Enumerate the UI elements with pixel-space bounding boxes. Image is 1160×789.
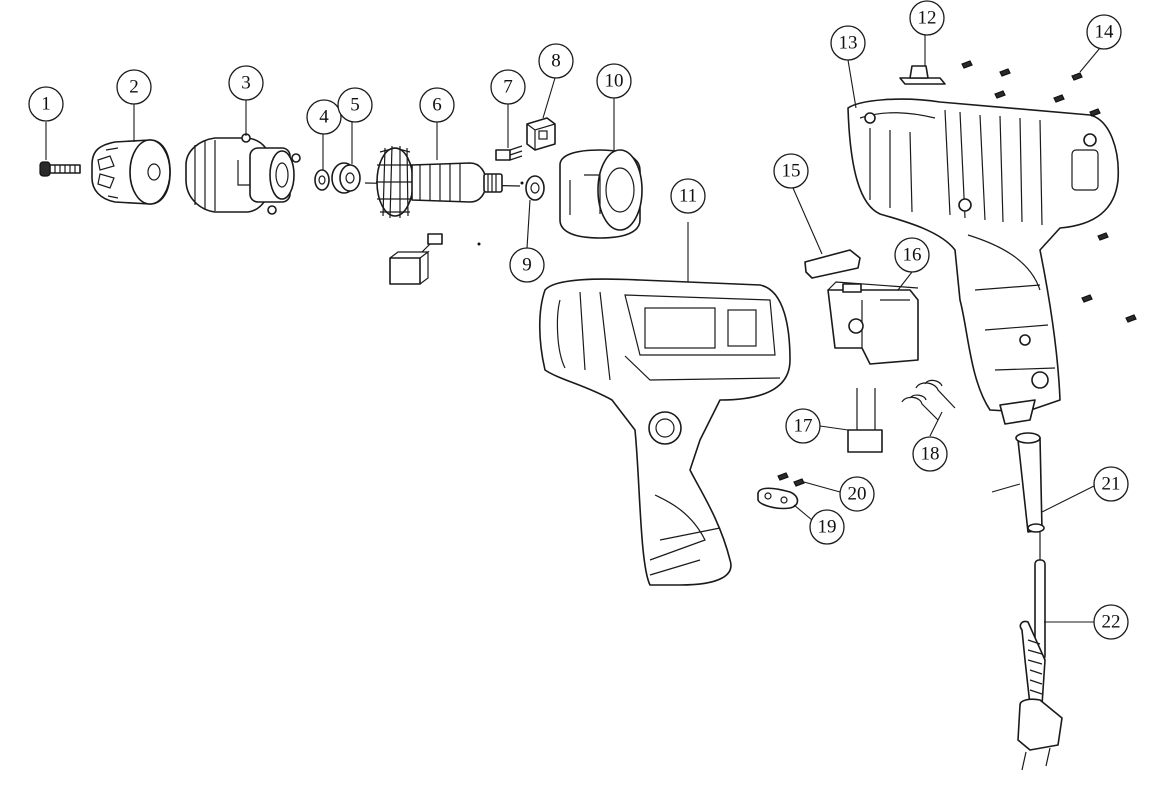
part-19-cord-clamp <box>757 487 813 521</box>
part-2-chuck <box>91 139 171 205</box>
callout-15: 15 <box>773 153 809 189</box>
callout-label: 2 <box>129 77 139 98</box>
callout-17: 17 <box>785 408 821 444</box>
callout-6: 6 <box>419 87 455 123</box>
callout-label: 21 <box>1102 474 1121 495</box>
part-21-cord-sleeve <box>991 432 1095 533</box>
callout-12: 12 <box>909 0 945 36</box>
brush-lower <box>389 233 443 285</box>
part-10-stator <box>559 149 643 239</box>
part-11-housing <box>538 222 791 586</box>
part-15-switch-cover <box>792 187 861 279</box>
callout-label: 5 <box>350 95 360 116</box>
callout-label: 18 <box>921 444 940 465</box>
callout-label: 8 <box>551 51 561 72</box>
armature-fan <box>376 145 414 219</box>
part-22-power-cord <box>1017 532 1094 771</box>
callout-label: 1 <box>41 94 51 115</box>
callout-16: 16 <box>894 237 930 273</box>
callout-3: 3 <box>228 65 264 101</box>
callout-22: 22 <box>1093 604 1129 640</box>
callout-8: 8 <box>538 43 574 79</box>
callout-9: 9 <box>509 247 545 283</box>
callout-label: 6 <box>432 95 442 116</box>
callout-label: 9 <box>522 255 532 276</box>
stray-dot <box>477 242 481 246</box>
callout-leaders <box>45 59 857 249</box>
part-14-screws <box>961 47 1137 323</box>
callout-label: 20 <box>848 484 867 505</box>
part-9-washer <box>525 175 545 201</box>
callout-label: 19 <box>818 517 837 538</box>
callout-label: 14 <box>1095 22 1115 43</box>
callout-18: 18 <box>912 436 948 472</box>
part-5-bearing <box>331 162 361 194</box>
callout-label: 22 <box>1102 612 1121 633</box>
callout-4: 4 <box>306 99 342 135</box>
part-3-gearbox <box>185 133 301 215</box>
part-7-brush-spring <box>495 145 523 161</box>
part-17-capacitor <box>819 388 883 453</box>
part-4-washer <box>314 169 330 191</box>
callout-20: 20 <box>839 476 875 512</box>
part-13-housing-left <box>847 98 1120 425</box>
callout-14: 14 <box>1086 14 1122 50</box>
callout-7: 7 <box>490 69 526 105</box>
callout-label: 11 <box>679 186 697 207</box>
callout-13: 13 <box>830 25 866 61</box>
part-8-brush-holder <box>526 117 556 151</box>
callout-label: 3 <box>241 73 251 94</box>
callout-21: 21 <box>1093 466 1129 502</box>
callout-label: 10 <box>605 71 624 92</box>
callout-label: 13 <box>839 33 858 54</box>
callout-label: 12 <box>918 8 937 29</box>
callout-label: 15 <box>782 161 801 182</box>
stray-dot <box>520 181 524 185</box>
part-12-slide-button <box>899 34 946 85</box>
part-6-armature <box>364 122 521 219</box>
callout-label: 17 <box>794 416 813 437</box>
callout-10: 10 <box>596 63 632 99</box>
part-18-clips <box>901 379 956 437</box>
part-1-screw <box>39 161 81 177</box>
callout-label: 7 <box>503 77 513 98</box>
callout-5: 5 <box>337 87 373 123</box>
callout-1: 1 <box>28 86 64 122</box>
part-16-switch <box>827 271 919 365</box>
callout-label: 16 <box>903 245 922 266</box>
callout-11: 11 <box>670 178 706 214</box>
callout-2: 2 <box>116 69 152 105</box>
callout-label: 4 <box>319 107 329 128</box>
part-20-screws <box>777 472 841 493</box>
callout-19: 19 <box>809 509 845 545</box>
